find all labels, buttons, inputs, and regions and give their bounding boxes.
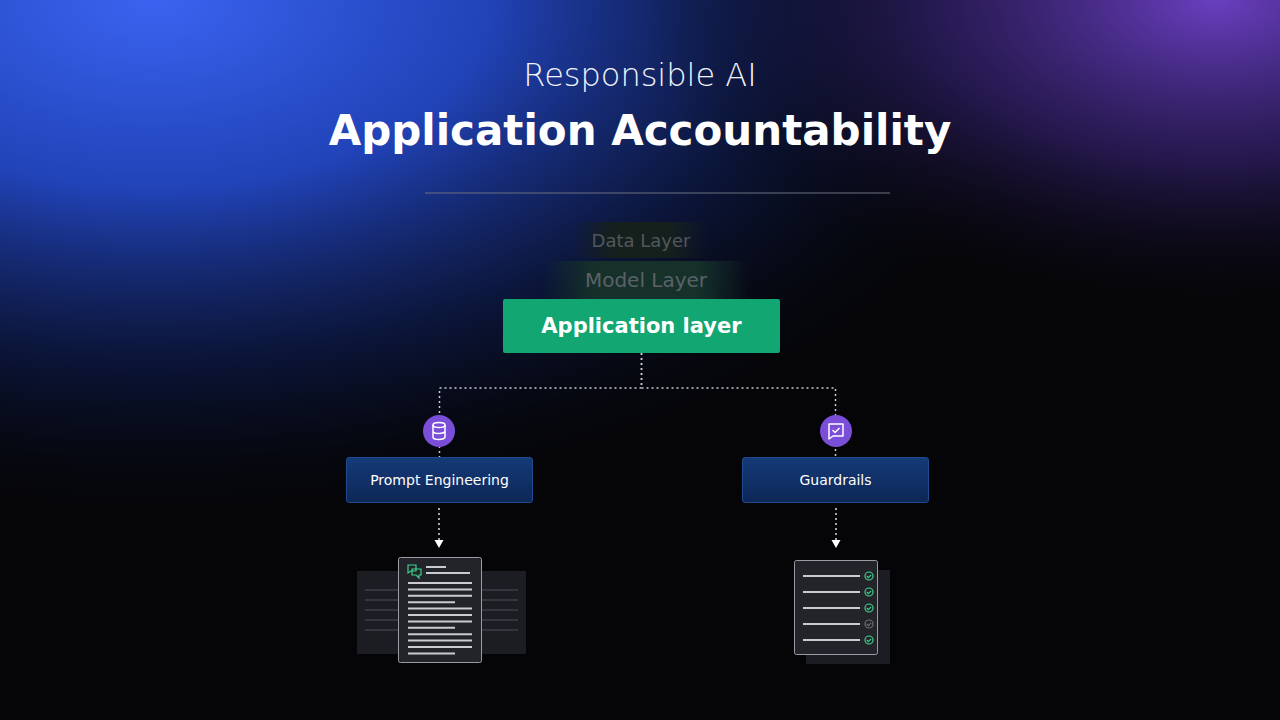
faded-layer-box: Model Layer xyxy=(543,261,749,299)
check-circle xyxy=(865,588,873,596)
subtitle: Responsible AI xyxy=(0,56,1280,94)
dotted-connector xyxy=(642,353,836,457)
chat-glyph xyxy=(408,565,421,578)
arrowhead xyxy=(435,540,444,548)
text-line xyxy=(408,582,472,584)
dotted-line xyxy=(835,508,837,542)
icon-stroke xyxy=(833,428,840,433)
check-mark xyxy=(867,591,871,594)
icon-stroke xyxy=(829,424,843,439)
icon-stroke xyxy=(433,423,445,428)
check-circle xyxy=(865,620,873,628)
text-line xyxy=(408,595,472,597)
title: Application Accountability xyxy=(0,106,1280,155)
text-line xyxy=(408,652,455,654)
text-line xyxy=(803,623,860,625)
dotted-connector xyxy=(440,353,642,457)
icon-circle xyxy=(820,415,852,447)
text-line xyxy=(426,566,446,568)
check-rows xyxy=(803,572,873,644)
node-label: Model Layer xyxy=(585,268,707,292)
arrowhead xyxy=(832,540,841,548)
check-mark xyxy=(867,607,871,610)
front-page xyxy=(399,558,482,663)
text-line xyxy=(408,640,472,642)
check-circle xyxy=(865,604,873,612)
dotted-arrow xyxy=(832,508,841,548)
prompt-document xyxy=(357,558,526,663)
text-line xyxy=(408,620,472,622)
node-label: Application layer xyxy=(541,314,741,338)
text-line xyxy=(408,627,455,629)
guardrail-checklist xyxy=(795,561,891,665)
text-line xyxy=(426,572,470,574)
node-label: Guardrails xyxy=(799,472,871,488)
node-label: Prompt Engineering xyxy=(370,472,509,488)
text-line xyxy=(408,614,472,616)
icon-circle xyxy=(423,415,455,447)
divider-line xyxy=(425,193,890,194)
text-line xyxy=(803,607,860,609)
icon-stroke xyxy=(433,425,445,440)
text-line xyxy=(803,591,860,593)
faded-layer-box: Data Layer xyxy=(573,222,709,258)
check-mark xyxy=(867,575,871,578)
check-chat-icon xyxy=(820,415,852,447)
dotted-line xyxy=(438,508,440,542)
text-line xyxy=(408,588,472,590)
process-box: Prompt Engineering xyxy=(346,457,533,503)
dotted-arrow xyxy=(435,508,444,548)
text-line xyxy=(803,639,860,641)
process-box: Guardrails xyxy=(742,457,929,503)
text-line xyxy=(408,633,472,635)
highlight-layer-box: Application layer xyxy=(503,299,780,353)
database-icon xyxy=(423,415,455,447)
text-lines xyxy=(408,583,472,653)
check-circle xyxy=(865,572,873,580)
check-circle xyxy=(865,636,873,644)
front-page xyxy=(795,561,878,655)
text-line xyxy=(408,608,472,610)
check-mark xyxy=(867,639,871,642)
check-mark xyxy=(867,623,871,626)
text-line xyxy=(803,575,860,577)
node-label: Data Layer xyxy=(592,230,691,251)
text-line xyxy=(408,646,472,648)
text-line xyxy=(408,601,455,603)
